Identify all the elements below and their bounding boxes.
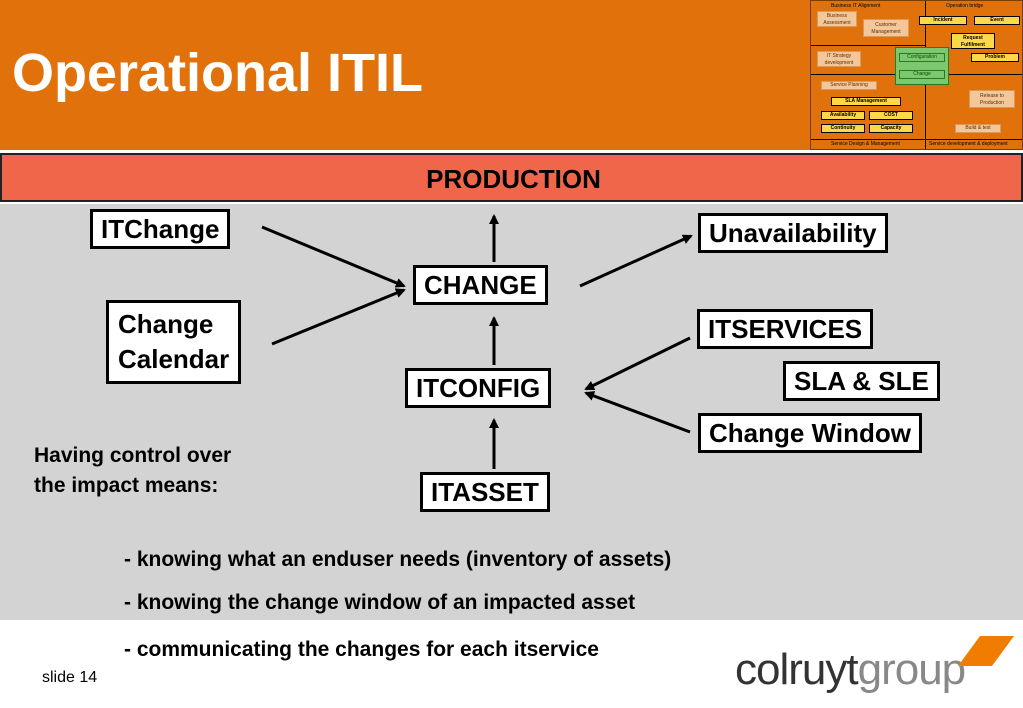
box-itservices: ITSERVICES <box>697 309 874 349</box>
box-unavailability: Unavailability <box>698 213 888 253</box>
thumb-box: Change <box>899 70 945 79</box>
thumb-box: Problem <box>971 53 1019 62</box>
logo-part1: colruyt <box>735 645 859 694</box>
thumb-box: Configuration <box>899 53 945 62</box>
thumb-box: Availability <box>821 111 865 120</box>
intro-text: Having control over the impact means: <box>34 441 231 501</box>
box-change-calendar-line1: Change <box>118 309 214 339</box>
slide-number: slide 14 <box>42 669 98 686</box>
thumb-box: Capacity <box>869 124 913 133</box>
box-change-calendar-line2: Calendar <box>118 344 230 374</box>
thumb-label: Service development & deployment <box>929 141 1008 147</box>
logo-part2: group <box>857 645 967 694</box>
box-change: CHANGE <box>413 265 548 305</box>
thumb-label: Business IT Alignment <box>831 3 881 9</box>
box-change-window: Change Window <box>698 413 922 453</box>
thumb-label: Operation bridge <box>946 3 984 9</box>
box-change-calendar: Change Calendar <box>106 300 242 384</box>
slide-footer <box>0 620 1023 708</box>
thumb-divider <box>811 45 925 46</box>
itil-framework-thumbnail: Business IT Alignment Operation bridge B… <box>810 0 1023 150</box>
thumb-box: Build & test <box>955 124 1001 133</box>
thumb-box: Service Planning <box>821 81 877 90</box>
thumb-box: COST <box>869 111 913 120</box>
company-logo: colruytgroup <box>735 645 967 695</box>
production-label: PRODUCTION <box>426 164 601 194</box>
intro-line1: Having control over <box>34 444 232 467</box>
bullet-1: - knowing what an enduser needs (invento… <box>124 548 672 571</box>
thumb-box: Continuity <box>821 124 865 133</box>
thumb-box: Event <box>974 16 1020 25</box>
intro-line2: the impact means: <box>34 474 219 497</box>
production-banner: PRODUCTION <box>0 153 1023 202</box>
box-sla-sle: SLA & SLE <box>783 361 940 401</box>
slide-title: Operational ITIL <box>12 43 424 103</box>
thumb-box: SLA Management <box>831 97 901 106</box>
bullet-3: - communicating the changes for each its… <box>124 638 599 661</box>
box-itconfig: ITCONFIG <box>405 368 552 408</box>
bullet-2: - knowing the change window of an impact… <box>124 591 636 614</box>
thumb-label: Service Design & Management <box>831 141 900 147</box>
thumb-divider <box>811 139 1022 140</box>
logo-mark-icon <box>958 636 1014 666</box>
thumb-box: Incident <box>919 16 967 25</box>
box-itchange: ITChange <box>90 209 231 249</box>
box-itasset: ITASSET <box>420 472 550 512</box>
